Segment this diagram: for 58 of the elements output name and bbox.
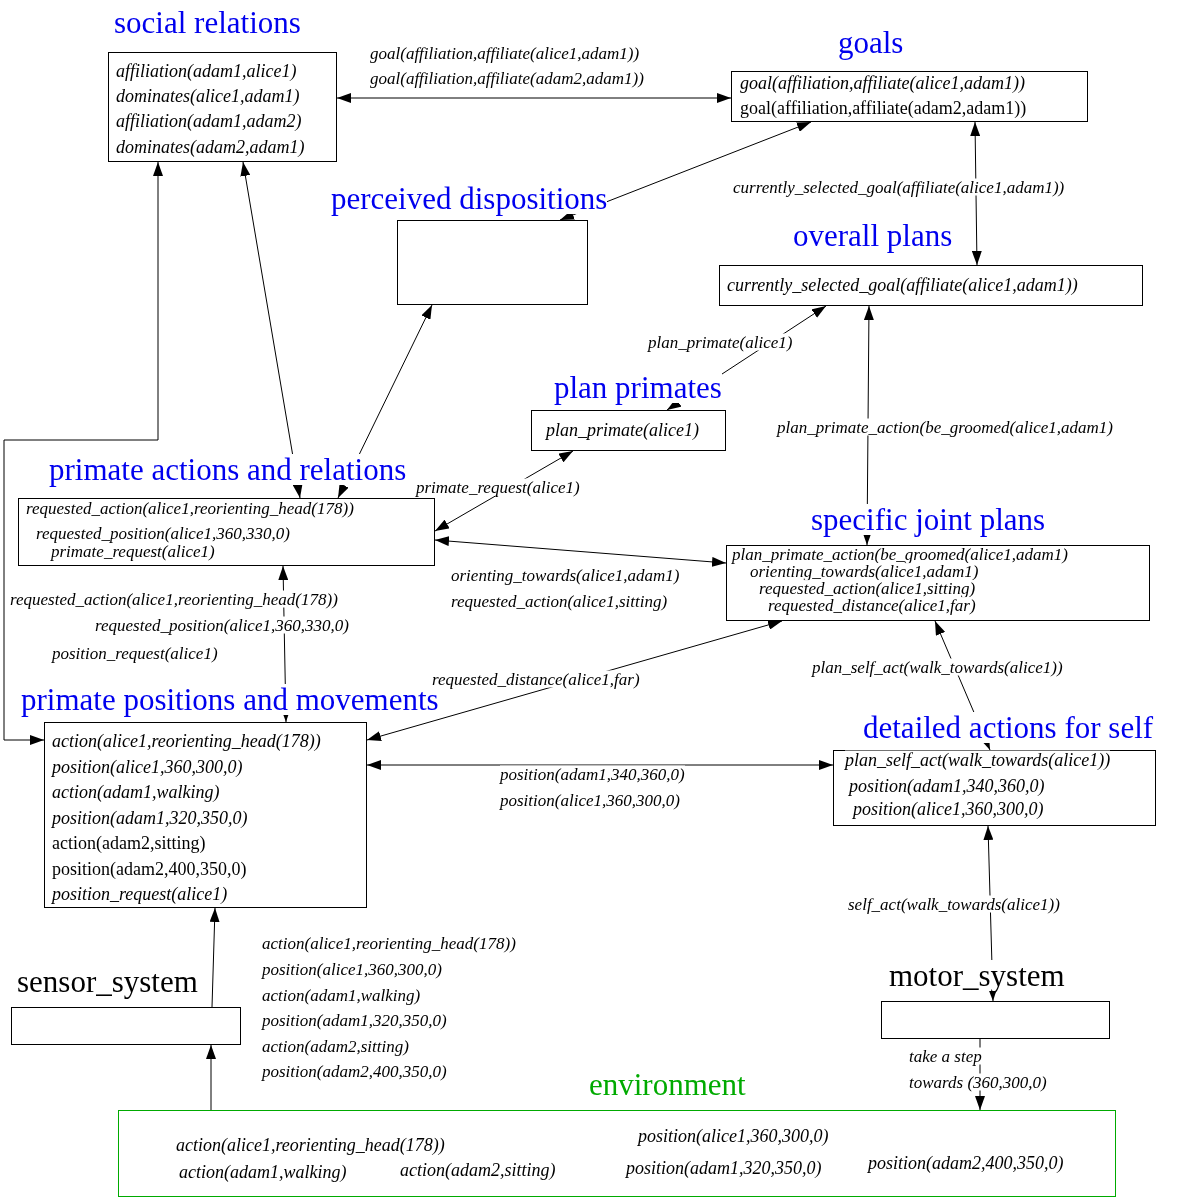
fact-text: position(adam1,320,350,0) [626,1158,822,1178]
edge-label: action(alice1,reorienting_head(178)) position(alice1,360,300,0) action(adam1,walking) position(adam1,320,350,0) action(adam2,sitting) position(adam2,400,350,0) [262,933,516,1081]
edge-label: goal(affiliation,affiliate(alice1,adam1)) goal(affiliation,affiliate(adam2,adam1)) [370,43,644,88]
arrow [970,121,982,266]
module-heading: primate actions and relations [49,454,407,485]
fact-text: dominates(adam2,adam1) [116,137,305,157]
fact-text: position_request(alice1) [52,884,228,904]
fact-text: position(alice1,360,300,0) [853,799,1044,819]
arrow [336,93,732,103]
fact-text: action(adam1,walking) [179,1162,347,1182]
arrow [434,536,727,567]
module-heading: detailed actions for self [863,712,1154,743]
fact-text: position(alice1,360,300,0) [52,757,243,777]
fact-text: action(alice1,reorienting_head(178)) [176,1135,445,1155]
fact-text: position(adam2,400,350,0) [52,859,247,879]
fact-text: orienting_towards(alice1,adam1) [750,563,979,581]
arrow [209,907,220,1008]
edge-label: take a step towards (360,300,0) [909,1046,1047,1092]
edge-label: position(adam1,340,360,0) position(alice1,360,300,0) [500,764,685,810]
fact-text: action(adam1,walking) [52,782,220,802]
fact-text: position(adam1,340,360,0) [849,776,1045,796]
fact-text: position(adam1,320,350,0) [52,808,248,828]
fact-text: goal(affiliation,affiliate(adam2,adam1)) [740,98,1027,118]
fact-text: position(adam2,400,350,0) [868,1153,1064,1173]
fact-text: requested_action(alice1,reorienting_head(178)) [26,500,354,518]
arrow [240,161,303,499]
fact-text: dominates(alice1,adam1) [116,86,300,106]
fact-text: requested_position(alice1,360,330,0) [36,525,290,543]
fact-text: requested_action(alice1,sitting) [759,580,976,598]
edge-label: currently_selected_goal(affiliate(alice1,adam1)) [733,177,1064,197]
fact-text: action(adam2,sitting) [400,1160,556,1180]
fact-text: currently_selected_goal(affiliate(alice1,adam1)) [727,275,1078,295]
edge-label: plan_self_act(walk_towards(alice1)) [812,657,1063,677]
fact-text: action(adam2,sitting) [52,833,206,853]
edge-label: requested_action(alice1,reorienting_head(178)) requested_position(alice1,360,330,0) position_request(alice1) [10,589,349,663]
edge-label: plan_primate_action(be_groomed(alice1,adam1) [777,417,1113,437]
arrow [206,1044,216,1111]
fact-text: requested_distance(alice1,far) [768,597,976,615]
edge-label: requested_distance(alice1,far) [432,669,640,689]
edge-label: self_act(walk_towards(alice1)) [848,894,1060,914]
module-heading: plan primates [554,372,722,403]
fact-text: goal(affiliation,affiliate(alice1,adam1)) [740,73,1025,93]
fact-text: plan_self_act(walk_towards(alice1)) [845,750,1111,770]
fact-text: plan_primate(alice1) [546,420,699,440]
edge-label: primate_request(alice1) [416,477,580,497]
fact-text: primate_request(alice1) [51,543,215,561]
module-heading: specific joint plans [811,504,1046,535]
fact-text: affiliation(adam1,adam2) [116,111,302,131]
system-heading: motor_system [889,960,1065,991]
module-heading: primate positions and movements [21,684,439,715]
edge-label: orienting_towards(alice1,adam1) requested_action(alice1,sitting) [451,565,679,611]
arrow [3,161,163,745]
edge-label: plan_primate(alice1) [648,332,792,352]
module-heading: perceived dispositions [331,183,608,214]
fact-text: plan_primate_action(be_groomed(alice1,adam1) [732,546,1068,564]
fact-text: action(alice1,reorienting_head(178)) [52,731,321,751]
fact-text: affiliation(adam1,alice1) [116,61,297,81]
fact-text: position(alice1,360,300,0) [638,1126,829,1146]
